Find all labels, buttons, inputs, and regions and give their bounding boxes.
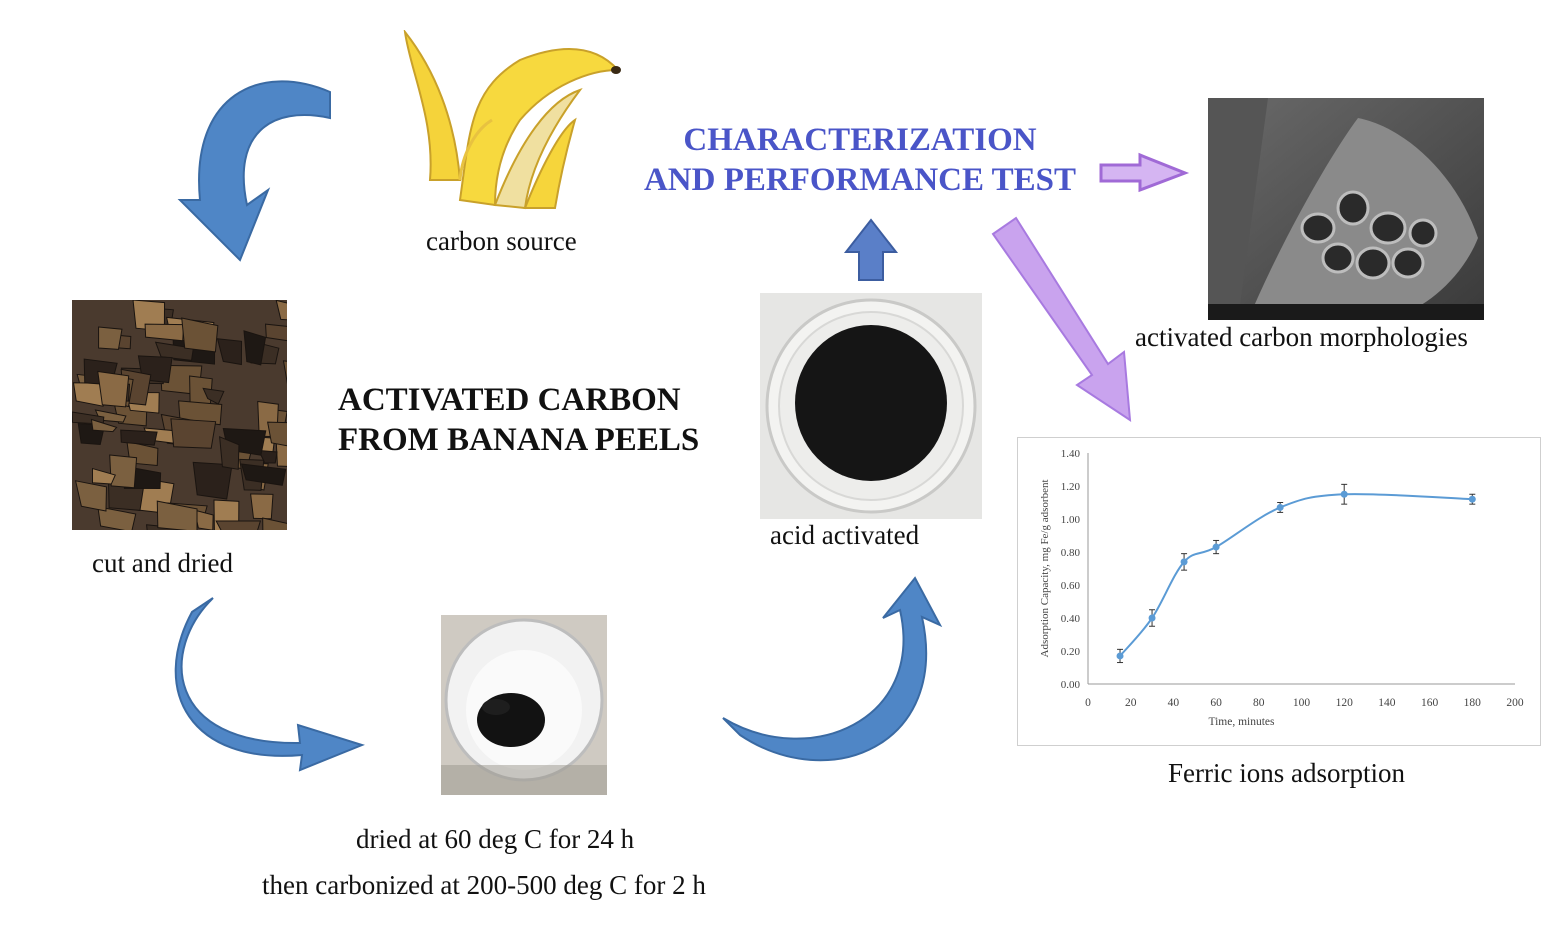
adsorption-chart-svg: 0.00 0.20 0.40 0.60 0.80 1.00 1.20 1.40 0 20 40 60 8… — [1039, 448, 1524, 728]
y-tick-label: 0.80 — [1061, 547, 1081, 559]
x-tick-label: 80 — [1253, 697, 1265, 709]
x-tick-label: 20 — [1125, 697, 1137, 709]
x-tick-label: 200 — [1506, 697, 1524, 709]
data-point — [1116, 652, 1124, 660]
x-tick-label: 40 — [1168, 697, 1180, 709]
x-tick-label: 60 — [1210, 697, 1222, 709]
characterization-title-line2: AND PERFORMANCE TEST — [643, 162, 1077, 198]
x-axis-label: Time, minutes — [1208, 716, 1275, 728]
acid-activated-caption: acid activated — [770, 520, 920, 550]
y-tick-label: 0.40 — [1061, 613, 1081, 625]
carbonized-bowl-image — [441, 615, 607, 795]
data-point — [1276, 503, 1284, 511]
x-tick-label: 140 — [1378, 697, 1396, 709]
cycle-arrow-1 — [177, 80, 331, 262]
data-point — [1212, 543, 1220, 551]
dried-caption-line1: dried at 60 deg C for 24 h — [356, 824, 635, 854]
carbon-source-caption: carbon source — [426, 226, 577, 256]
characterization-title-line1: CHARACTERIZATION — [683, 122, 1037, 158]
cycle-arrow-2 — [174, 597, 365, 772]
y-tick-label: 1.20 — [1061, 481, 1081, 493]
main-title-line1: ACTIVATED CARBON — [338, 382, 681, 418]
characterization-title: CHARACTERIZATION AND PERFORMANCE TEST — [620, 120, 1100, 200]
x-tick-label: 100 — [1293, 697, 1311, 709]
y-tick-label: 0.00 — [1061, 679, 1081, 691]
y-tick-label: 0.20 — [1061, 646, 1081, 658]
data-point — [1148, 614, 1156, 622]
dried-peels-image — [72, 300, 287, 530]
purple-right-arrow — [1099, 152, 1190, 193]
data-point — [1340, 490, 1348, 498]
data-point — [1468, 495, 1476, 503]
main-title-line2: FROM BANANA PEELS — [338, 422, 700, 458]
y-tick-label: 1.40 — [1061, 448, 1081, 460]
x-tick-label: 160 — [1421, 697, 1439, 709]
up-arrow — [843, 218, 899, 281]
purple-diagonal-arrow — [991, 216, 1132, 422]
x-tick-label: 180 — [1464, 697, 1482, 709]
main-title: ACTIVATED CARBON FROM BANANA PEELS — [338, 380, 699, 460]
x-tick-label: 0 — [1085, 697, 1091, 709]
y-tick-label: 1.00 — [1061, 514, 1081, 526]
dried-caption-line2: then carbonized at 200-500 deg C for 2 h — [262, 870, 706, 900]
acid-activated-dish-image — [760, 293, 982, 519]
x-tick-label: 120 — [1336, 697, 1354, 709]
sem-morphology-image — [1208, 98, 1484, 320]
cycle-arrow-3 — [722, 576, 943, 762]
morphologies-caption: activated carbon morphologies — [1135, 322, 1468, 352]
adsorption-caption: Ferric ions adsorption — [1168, 758, 1405, 788]
banana-peel-image — [400, 30, 632, 210]
series-line — [1119, 493, 1473, 657]
y-tick-label: 0.60 — [1061, 580, 1081, 592]
cut-dried-caption: cut and dried — [92, 548, 233, 578]
y-axis-label: Adsorption Capacity, mg Fe/g adsorbent — [1039, 479, 1051, 657]
data-point — [1180, 558, 1188, 566]
adsorption-chart: 0.00 0.20 0.40 0.60 0.80 1.00 1.20 1.40 0 20 40 60 8… — [1017, 437, 1541, 746]
